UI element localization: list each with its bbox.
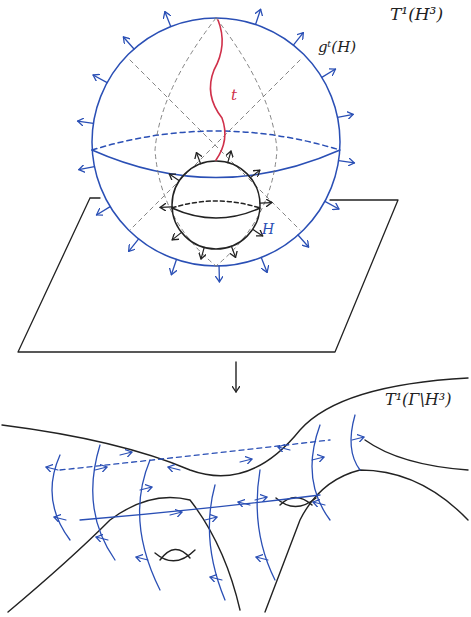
normal-arrow — [338, 114, 354, 117]
normal-arrow — [170, 512, 182, 515]
normal-arrow — [293, 33, 303, 46]
normal-arrow — [165, 12, 171, 27]
normal-arrow — [352, 437, 364, 440]
normal-arrow — [46, 467, 58, 470]
normal-arrow — [325, 201, 339, 209]
quotient-label: T¹(Γ\H³) — [385, 392, 451, 408]
normal-arrow — [171, 260, 176, 275]
normal-arrow — [322, 69, 336, 77]
normal-arrow — [129, 239, 139, 252]
normal-arrow — [312, 457, 324, 460]
normal-arrow — [260, 202, 272, 204]
normal-arrow — [160, 206, 172, 208]
normal-arrow — [79, 167, 95, 170]
normal-arrow — [140, 487, 152, 490]
normal-arrow — [261, 257, 267, 272]
normal-arrow — [136, 557, 148, 560]
normal-arrow — [240, 459, 252, 462]
normal-arrow — [238, 502, 250, 505]
sphere-label: gᵗ(H) — [318, 40, 356, 55]
normal-arrow — [120, 452, 132, 455]
normal-arrow — [210, 577, 222, 580]
normal-arrow — [298, 235, 309, 247]
normal-arrow — [96, 537, 108, 540]
normal-arrow — [339, 161, 355, 163]
normal-arrow — [255, 497, 267, 500]
normal-arrow — [95, 467, 107, 470]
normal-arrow — [97, 207, 111, 215]
normal-arrow — [54, 517, 66, 520]
normal-arrow — [201, 247, 204, 259]
normal-arrow — [313, 502, 325, 505]
space-label: T¹(H³) — [390, 6, 443, 23]
normal-arrows — [78, 9, 355, 282]
normal-arrow — [168, 467, 180, 470]
normal-arrow — [78, 121, 94, 123]
normal-arrow — [205, 517, 217, 520]
normal-arrow — [278, 447, 290, 450]
manifold-outline — [2, 378, 468, 612]
normal-arrow — [253, 229, 263, 236]
time-curve — [210, 20, 224, 160]
sphere-meridians — [130, 18, 300, 266]
normal-arrows — [160, 151, 272, 259]
big-sphere — [92, 18, 340, 266]
normal-arrow — [256, 9, 261, 24]
normal-arrow — [169, 174, 179, 181]
horosphere-label: H — [262, 222, 274, 236]
normal-arrow — [123, 37, 134, 49]
normal-arrow — [93, 75, 107, 83]
manifold-arrows — [46, 437, 364, 580]
normal-arrow — [218, 266, 220, 282]
normal-arrow — [250, 170, 259, 177]
normal-arrow — [228, 151, 231, 163]
normal-arrow — [196, 153, 200, 164]
normal-arrow — [231, 246, 235, 257]
normal-arrow — [172, 232, 181, 239]
manifold-spheres — [52, 415, 360, 600]
projection-arrow — [235, 362, 236, 392]
small-sphere — [172, 161, 260, 249]
normal-arrow — [256, 557, 268, 560]
time-label: t — [231, 88, 237, 103]
plane — [18, 198, 398, 352]
